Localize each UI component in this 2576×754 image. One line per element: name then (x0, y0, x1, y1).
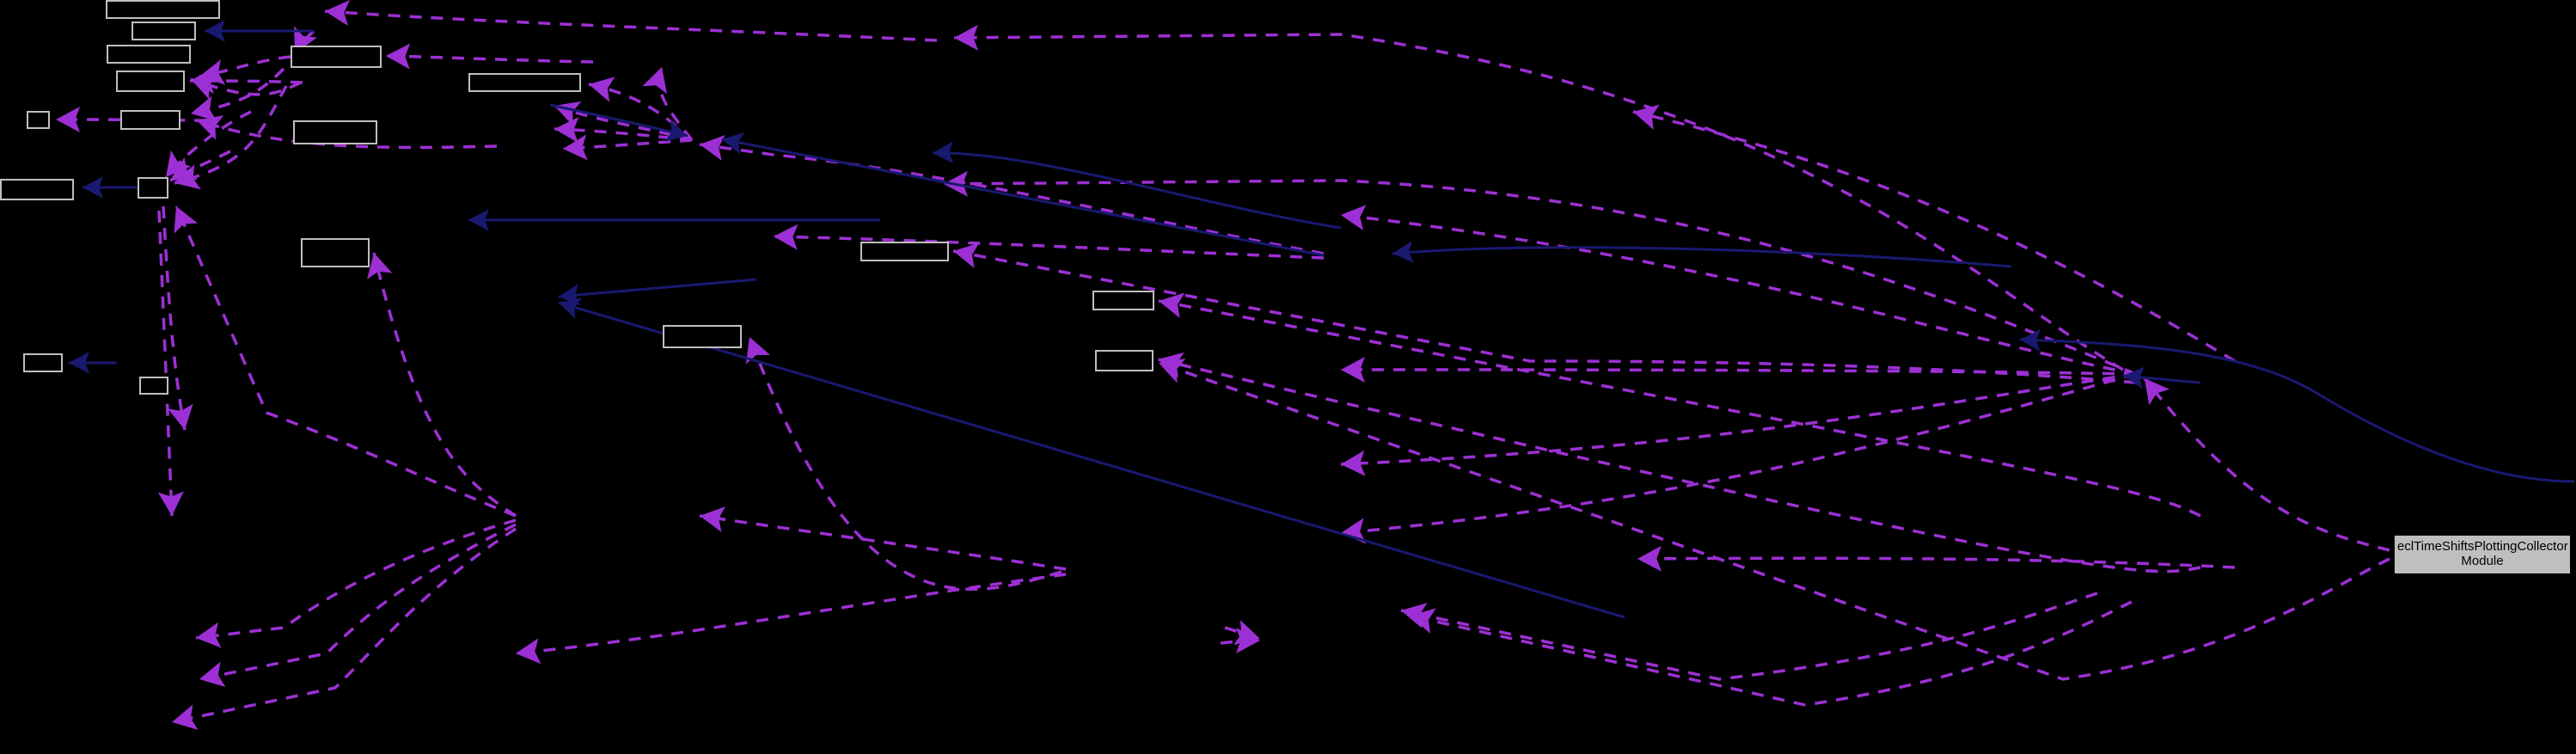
graph-node[interactable] (1095, 350, 1153, 371)
graph-node[interactable] (663, 325, 742, 348)
graph-node-label: eclTimeShiftsPlottingCollector Module (2397, 539, 2568, 568)
graph-node[interactable] (132, 21, 196, 40)
graph-node-current[interactable]: eclTimeShiftsPlottingCollector Module (2394, 535, 2571, 574)
edges-purple-dashed-right (1220, 620, 1261, 654)
graph-node[interactable] (0, 179, 74, 200)
graph-node[interactable] (23, 353, 63, 372)
graph-node[interactable] (106, 0, 220, 19)
graph-node[interactable] (293, 120, 377, 144)
graph-node[interactable] (301, 238, 370, 267)
graph-node[interactable] (120, 110, 181, 130)
graph-node[interactable] (860, 242, 949, 261)
graph-node[interactable] (27, 111, 50, 129)
graph-node[interactable] (468, 73, 581, 92)
graph-node[interactable] (1092, 291, 1154, 310)
graph-node[interactable] (116, 70, 185, 92)
graph-node[interactable] (107, 45, 191, 64)
graph-node[interactable] (138, 177, 168, 199)
graph-node[interactable] (291, 46, 382, 68)
graph-node[interactable] (139, 377, 168, 395)
edges-blue-solid (69, 20, 2575, 619)
edges-purple-dashed (55, 0, 2390, 730)
